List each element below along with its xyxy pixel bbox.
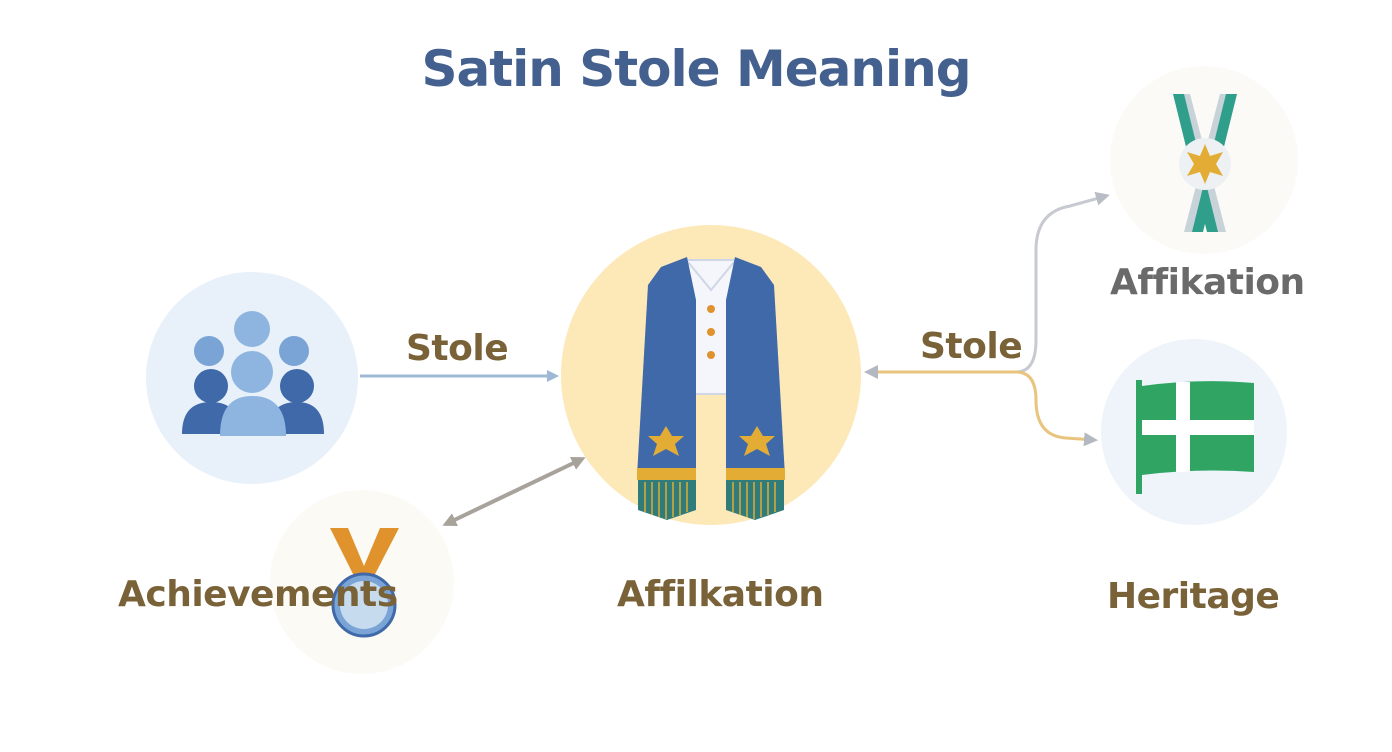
arrow-achievements-stole [442, 456, 586, 527]
arrow-to-affikation [1015, 191, 1110, 374]
label-stole-right: Stole [920, 326, 1023, 367]
medal-icon [330, 528, 399, 638]
flag-icon [1136, 380, 1254, 494]
arrow-to-heritage [1015, 370, 1098, 447]
graduation-stole-icon [637, 257, 785, 520]
label-achievements: Achievements [118, 574, 398, 615]
diagram-title: Satin Stole Meaning [421, 40, 971, 98]
label-stole-left: Stole [406, 328, 509, 369]
label-top-right-affikation: Affikation [1110, 262, 1305, 303]
label-heritage: Heritage [1107, 576, 1280, 617]
people-group-icon [182, 311, 324, 436]
label-center-affilkation: Affilkation [617, 574, 824, 615]
ribbon-award-icon [1173, 94, 1237, 232]
